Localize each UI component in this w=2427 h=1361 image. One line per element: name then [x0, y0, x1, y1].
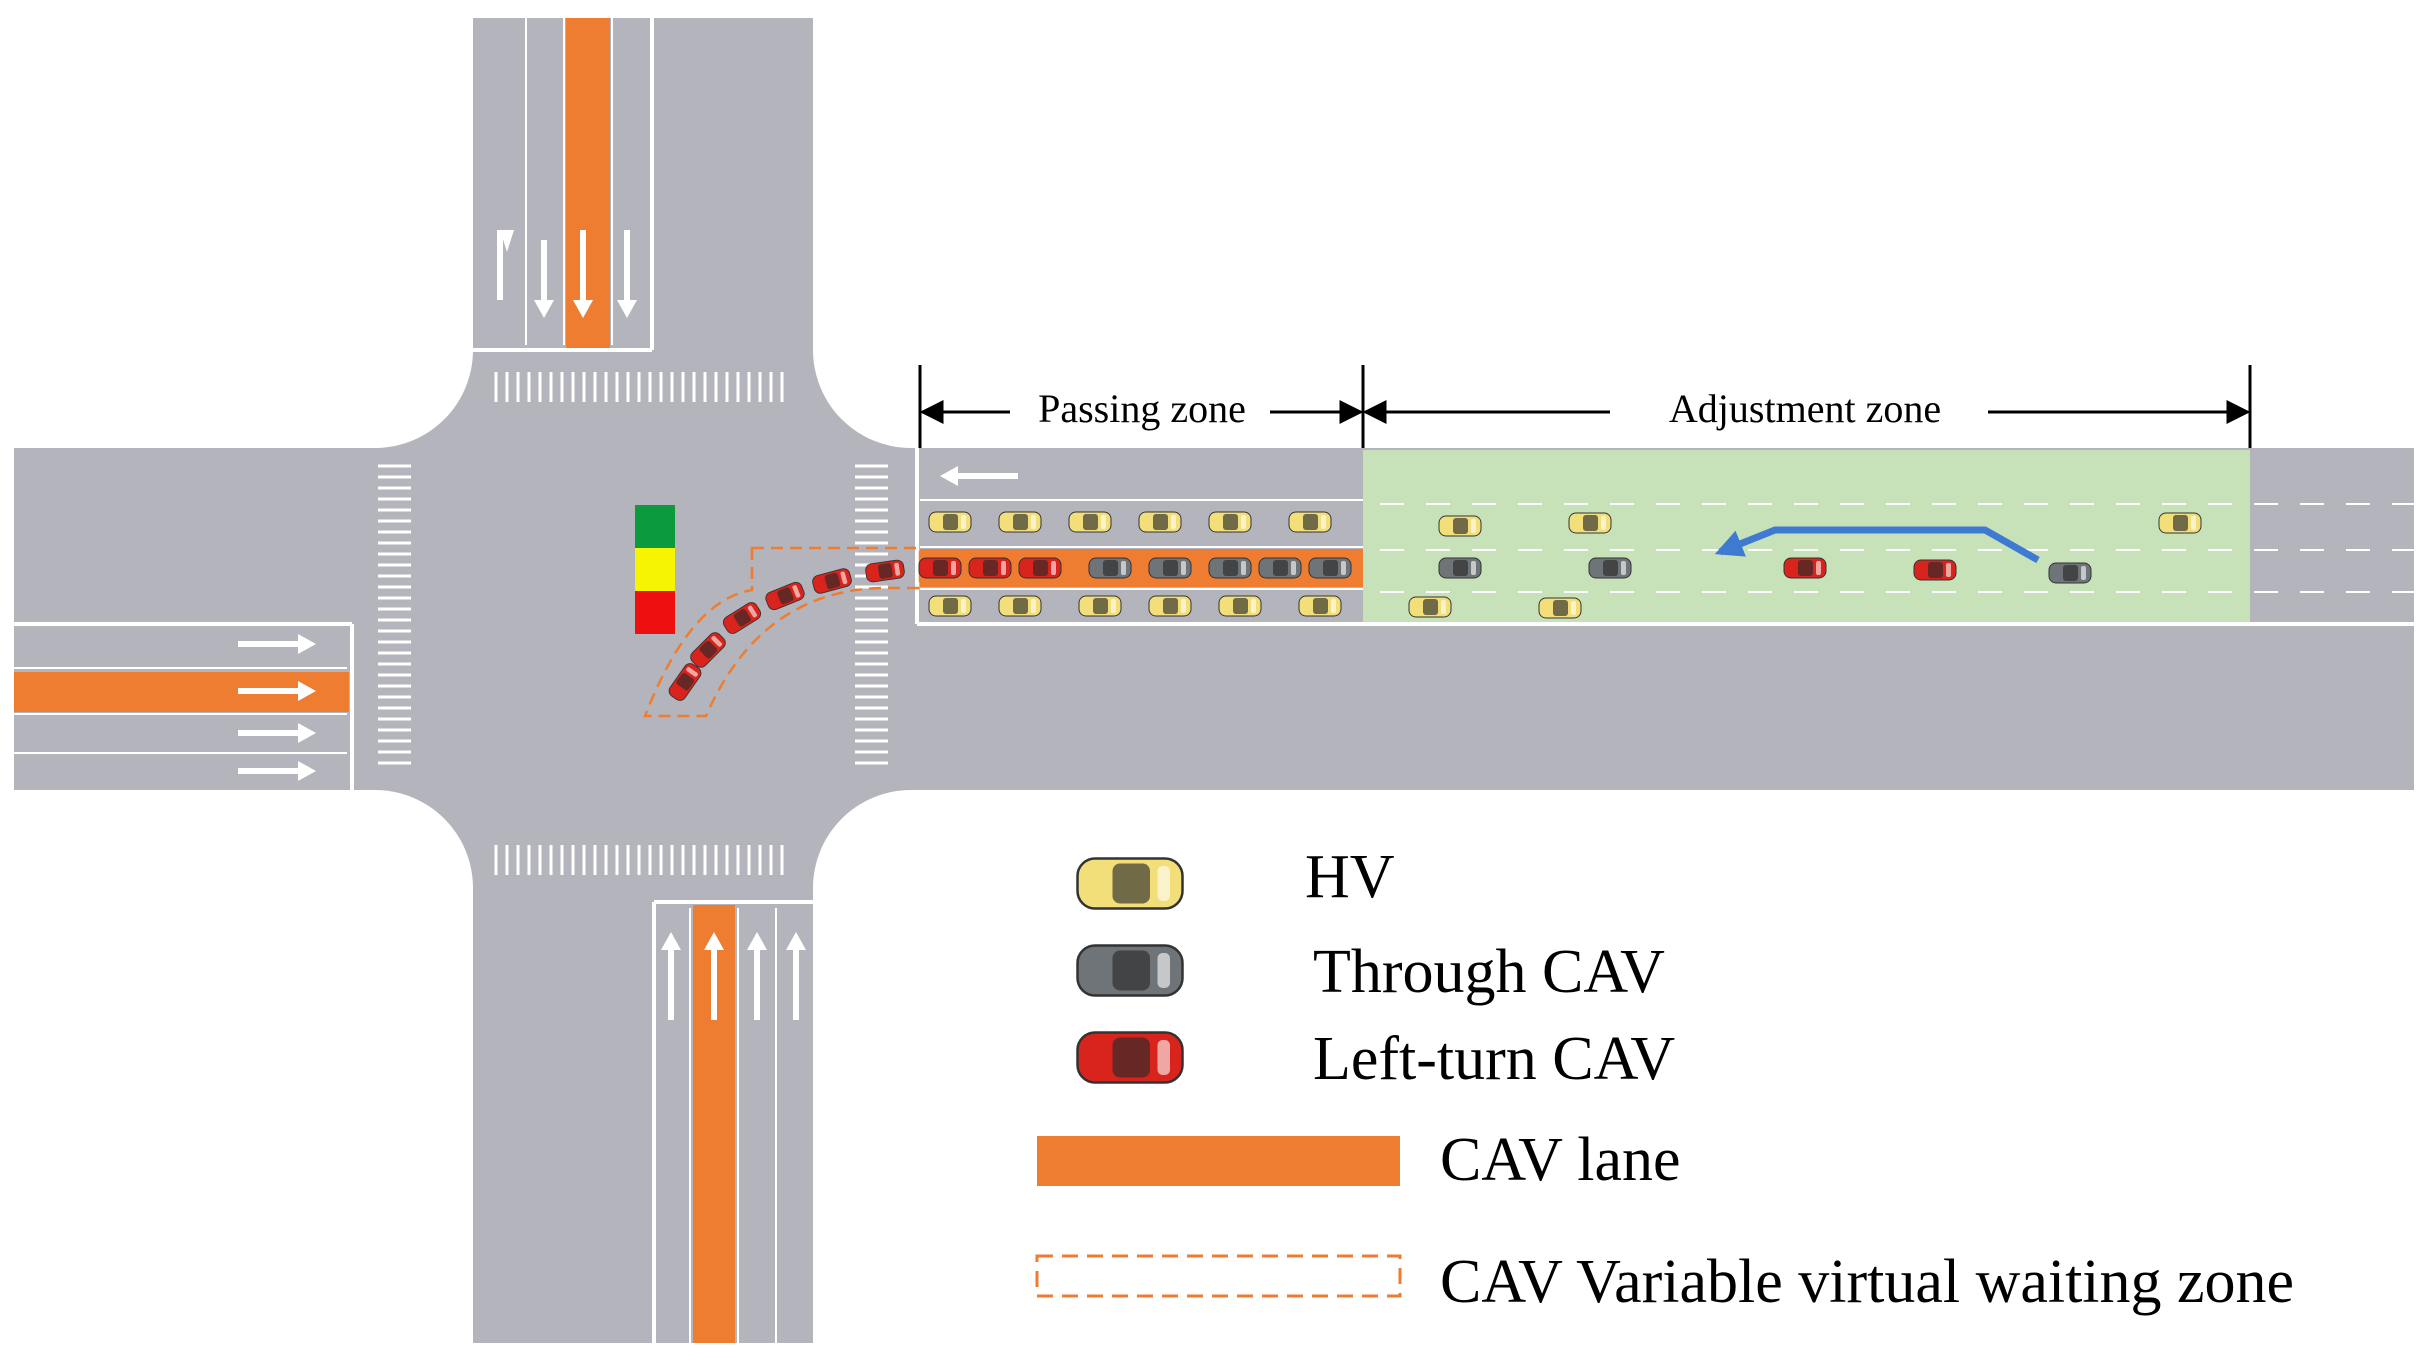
legend-cav-lane: CAV lane: [1037, 1126, 1681, 1194]
signal-red: [635, 591, 675, 634]
north-crosswalk: [494, 372, 784, 402]
signal-green: [635, 505, 675, 548]
east-lane-arrow: [940, 466, 1018, 486]
east-approach: [855, 448, 2414, 765]
east-lane-dashes: [1380, 503, 2414, 593]
legend-left-turn-cav: Left-turn CAV: [1076, 1025, 1675, 1093]
adjustment-zone-label: Adjustment zone: [1669, 386, 1941, 431]
zone-markers: [918, 365, 2252, 448]
legend: HV Through CAV Left-turn CAV CAV lane CA…: [1035, 843, 2294, 1316]
legend-cav-lane-label: CAV lane: [1440, 1126, 1681, 1194]
south-approach: [494, 845, 813, 1343]
north-lane-arrows: [497, 230, 637, 318]
west-crosswalk: [378, 464, 411, 765]
legend-through-cav-label: Through CAV: [1313, 938, 1665, 1006]
signal-yellow: [635, 548, 675, 591]
passing-zone-label: Passing zone: [1038, 386, 1246, 431]
legend-hv: HV: [1076, 843, 1395, 911]
legend-waiting-zone-label: CAV Variable virtual waiting zone: [1440, 1248, 2294, 1316]
legend-hv-label: HV: [1305, 843, 1395, 911]
west-lane-arrows: [238, 634, 316, 781]
west-approach: [14, 464, 411, 790]
legend-through-cav: Through CAV: [1076, 938, 1665, 1006]
adjustment-zone-area: [1363, 450, 2250, 622]
virtual-waiting-zone: [643, 546, 922, 718]
traffic-signal: [635, 505, 675, 634]
lane-change-trajectory: [1714, 526, 2040, 564]
south-crosswalk: [494, 845, 784, 875]
legend-waiting-zone: CAV Variable virtual waiting zone: [1035, 1248, 2294, 1316]
south-lane-arrows: [661, 932, 806, 1020]
legend-left-turn-cav-label: Left-turn CAV: [1313, 1025, 1675, 1093]
north-approach: [473, 18, 784, 402]
